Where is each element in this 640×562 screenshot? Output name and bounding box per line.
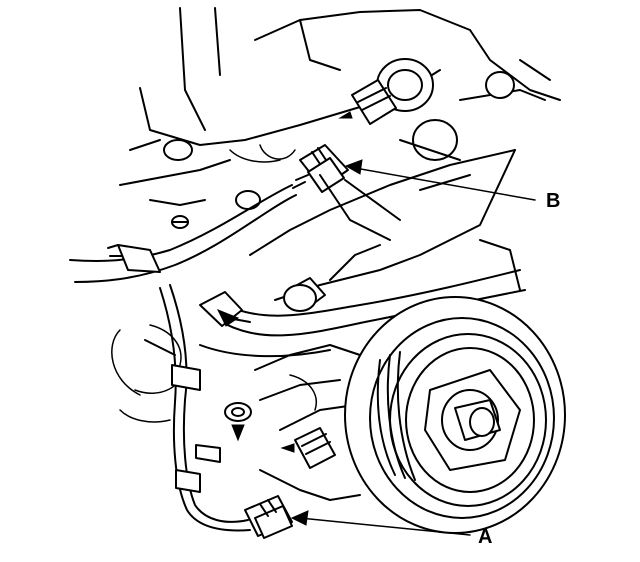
connector-a	[244, 495, 293, 539]
leader-line-b	[344, 159, 536, 201]
bracket-fastener	[199, 291, 251, 327]
idler-boss	[283, 277, 326, 312]
small-fastener-lower	[224, 402, 252, 442]
wire-harness-middle	[199, 269, 526, 358]
callout-label-b: B	[546, 190, 560, 212]
cap-plug-upper	[376, 58, 515, 161]
engine-block-lower	[254, 239, 521, 501]
harness-clip-left	[107, 244, 161, 273]
wire-harness-upper	[69, 184, 297, 283]
background-lines-left	[111, 324, 182, 423]
sensor-connector-upper	[338, 79, 397, 125]
connector-b	[292, 144, 349, 193]
sensor-connector-lower	[280, 427, 336, 469]
wire-harness-lower	[159, 284, 251, 532]
callout-label-a: A	[478, 526, 492, 548]
timing-cover	[249, 139, 516, 301]
pulley-hub	[424, 369, 521, 471]
bolt-heads-left	[163, 139, 261, 229]
leader-line-a	[290, 510, 471, 536]
harness-clips-lower	[171, 364, 221, 493]
